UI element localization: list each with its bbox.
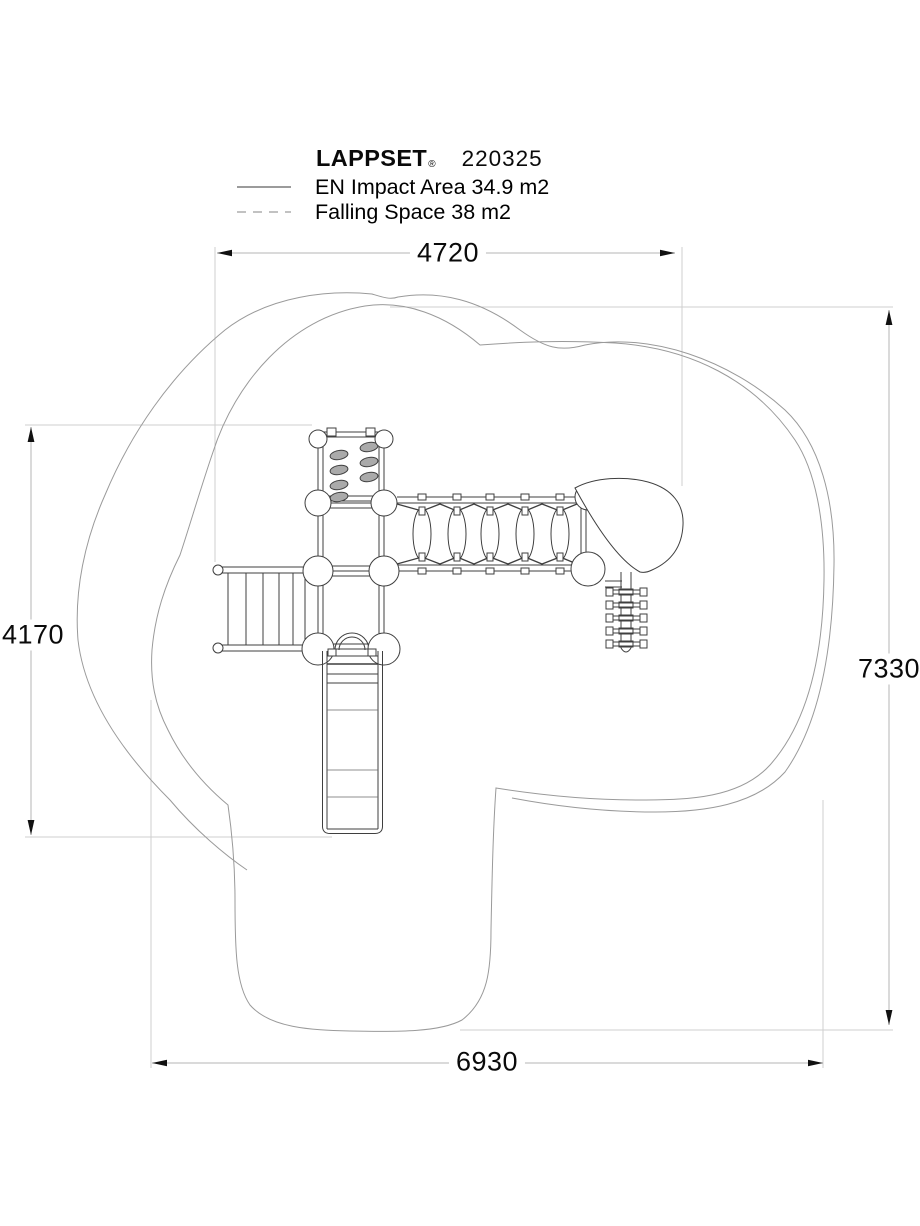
brand-logo: LAPPSET — [316, 145, 428, 171]
rung-ladder — [605, 572, 648, 653]
corner-posts — [301, 429, 401, 666]
legend-line-solid — [237, 186, 291, 188]
bridge-clamps — [417, 493, 565, 575]
climbing-grips — [329, 441, 379, 503]
platform-modules — [317, 427, 385, 651]
dimension-right-label: 7330 — [850, 653, 920, 685]
playground-structure — [212, 427, 684, 834]
dimension-left-label: 4170 — [0, 619, 72, 651]
slide — [322, 648, 383, 834]
legend-item-falling-space: Falling Space 38 m2 — [237, 200, 511, 224]
dimension-top-label: 4720 — [409, 237, 487, 269]
legend-label: EN Impact Area 34.9 m2 — [315, 174, 550, 199]
header: LAPPSET® 220325 — [316, 145, 543, 172]
extension-lines — [25, 247, 893, 1068]
legend-label: Falling Space 38 m2 — [315, 199, 511, 224]
dimension-lines — [27, 249, 893, 1067]
stairs — [212, 564, 318, 654]
legend-line-dashed — [237, 211, 291, 213]
net-bridge — [396, 483, 602, 575]
impact-area-outline — [151, 304, 825, 1032]
dimension-bottom-label: 6930 — [448, 1046, 526, 1078]
rungs — [605, 587, 648, 649]
canopy — [570, 477, 684, 588]
product-code: 220325 — [461, 146, 543, 171]
falling-space-outline — [76, 292, 835, 871]
registered-mark: ® — [428, 159, 436, 170]
legend-item-impact-area: EN Impact Area 34.9 m2 — [237, 175, 549, 199]
